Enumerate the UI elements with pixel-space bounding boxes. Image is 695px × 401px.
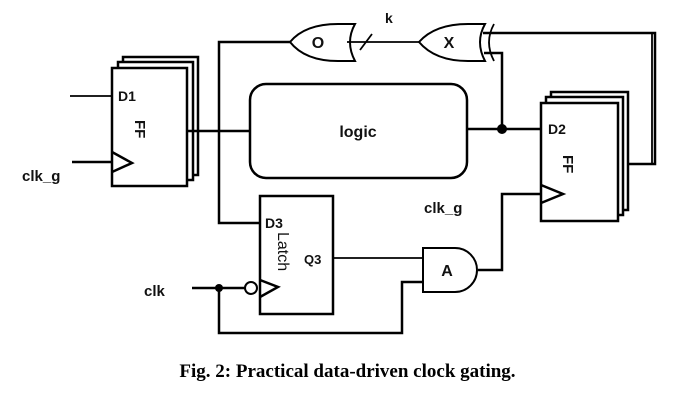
latch-name: Latch (274, 232, 291, 271)
ff2-clock-label: clk_g (424, 200, 462, 217)
bus-width-label: k (385, 10, 393, 26)
bus-slash-icon (359, 33, 373, 51)
xor-gate-extra-arc (488, 23, 495, 62)
logic-to-xor-wire (484, 51, 504, 129)
latch-output-label: Q3 (304, 252, 321, 267)
ff1-input-label: D1 (118, 88, 136, 104)
logic-label: logic (339, 124, 376, 141)
ff2-input-label: D2 (548, 121, 566, 137)
flip-flop-2: D2 FF (539, 90, 630, 223)
latch-input-label: D3 (265, 215, 283, 231)
and-to-ff2-clock-wire (478, 192, 541, 272)
ff2-name: FF (559, 155, 576, 173)
latch-clock-triangle-icon (259, 278, 281, 299)
latch-clock-inversion-bubble (244, 281, 258, 295)
xor-gate (417, 23, 487, 62)
or-to-latch-wire (217, 40, 290, 225)
ff2-body (539, 101, 620, 223)
figure-caption: Fig. 2: Practical data-driven clock gati… (179, 361, 516, 382)
ff1-body (110, 66, 189, 188)
clk-to-and-wire (217, 280, 423, 335)
ff2-clock-triangle-icon (540, 183, 567, 205)
flip-flop-1: D1 FF (110, 55, 200, 188)
xor-gate-label: X (444, 35, 455, 52)
ff1-name: FF (131, 120, 148, 138)
and-gate (422, 247, 478, 293)
clk-input-label: clk (144, 283, 166, 300)
junction-dot (497, 124, 507, 134)
ff2-feedback-wire (483, 31, 657, 166)
latch-body (258, 194, 335, 316)
and-gate-label: A (441, 263, 453, 280)
ff1-clock-label: clk_g (22, 168, 60, 185)
ff1-clock-triangle-icon (111, 150, 135, 174)
or-gate-label: O (312, 35, 324, 52)
